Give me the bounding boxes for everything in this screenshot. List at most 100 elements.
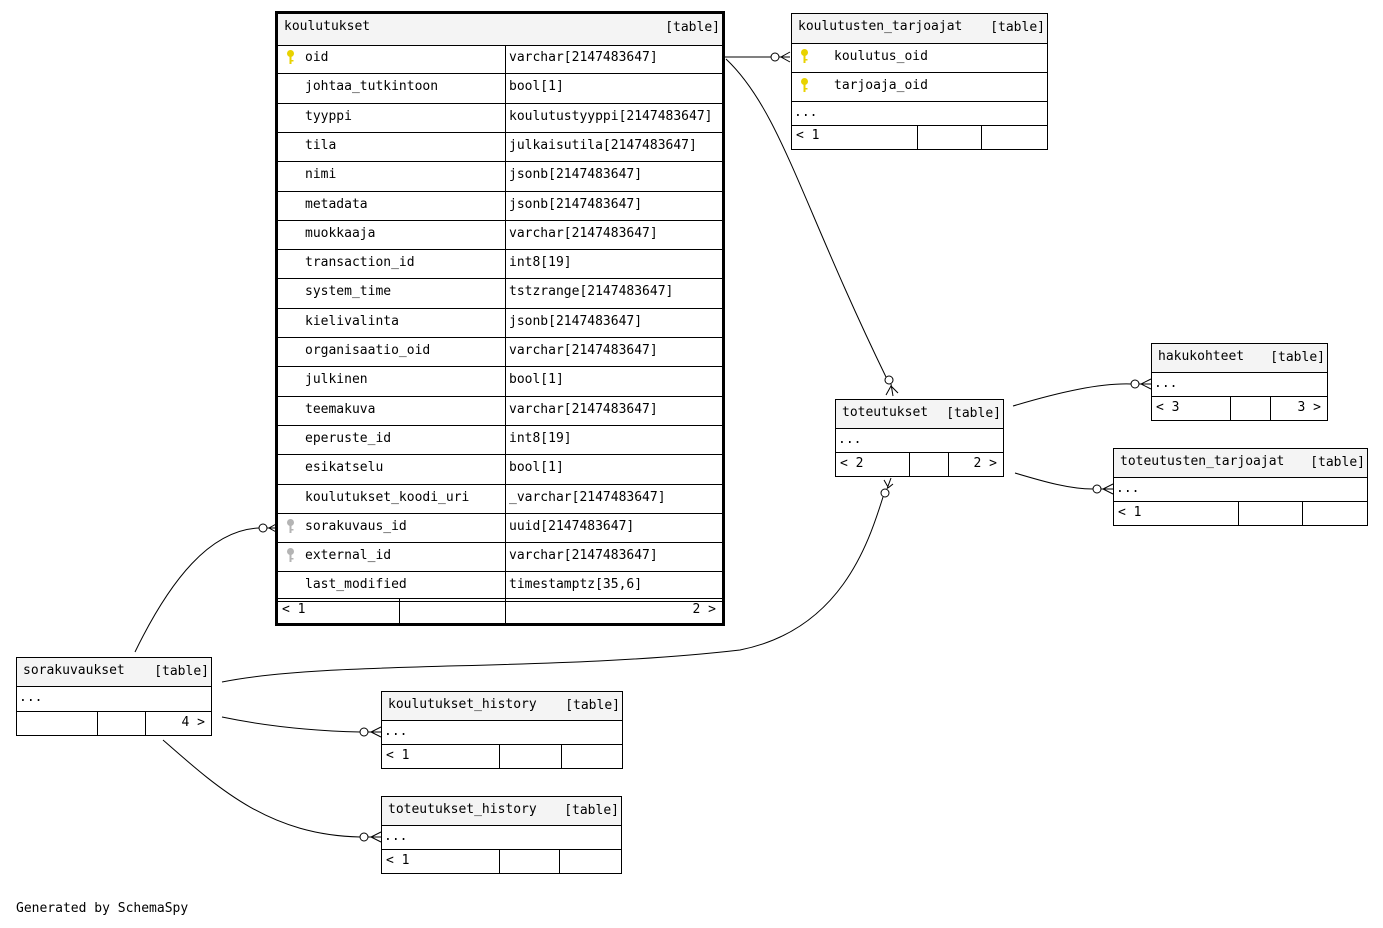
edge-koulutukset-toteutukset xyxy=(725,58,887,378)
column-name: teemakuva xyxy=(305,402,376,417)
footer-left-count[interactable]: < 2 xyxy=(840,456,864,471)
table-toteutukset-history[interactable]: toteutukset_history [table] ... < 1 xyxy=(381,796,622,874)
edge-sorakuvaukset-toteutukset-history xyxy=(162,739,361,838)
column-type: timestamptz[35,6] xyxy=(509,577,643,592)
primary-key-icon xyxy=(287,50,294,64)
column-row[interactable]: transaction_id int8[19] xyxy=(278,250,722,279)
column-name: koulutukset_koodi_uri xyxy=(305,490,470,505)
column-type: varchar[2147483647] xyxy=(509,402,658,417)
table-name: koulutusten_tarjoajat xyxy=(798,19,963,34)
column-type: uuid[2147483647] xyxy=(509,519,635,534)
column-name: esikatselu xyxy=(305,460,384,475)
column-name: organisaatio_oid xyxy=(305,343,431,358)
column-type: varchar[2147483647] xyxy=(509,343,658,358)
column-type: bool[1] xyxy=(509,372,564,387)
column-name: nimi xyxy=(305,167,337,182)
footer-left-count[interactable]: < 1 xyxy=(796,128,820,143)
table-header: hakukohteet [table] xyxy=(1152,344,1327,373)
table-tag: [table] xyxy=(665,20,720,35)
ellipsis: ... xyxy=(838,432,862,447)
footer-left-count[interactable]: < 1 xyxy=(1118,505,1142,520)
table-name: koulutukset_history xyxy=(388,697,537,712)
table-tag: [table] xyxy=(1270,350,1325,365)
column-name: sorakuvaus_id xyxy=(305,519,407,534)
column-name: koulutus_oid xyxy=(834,49,928,64)
footer-left-count[interactable]: < 1 xyxy=(386,748,410,763)
footer-left-count[interactable]: < 1 xyxy=(282,602,306,617)
table-name: hakukohteet xyxy=(1158,349,1245,364)
table-toteutusten-tarjoajat[interactable]: toteutusten_tarjoajat [table] ... < 1 xyxy=(1113,448,1368,526)
column-type: koulutustyyppi[2147483647] xyxy=(509,109,713,124)
table-header: toteutukset_history [table] xyxy=(382,797,621,826)
column-row[interactable]: tarjoaja_oid xyxy=(792,73,1047,102)
table-header: toteutusten_tarjoajat [table] xyxy=(1114,449,1367,478)
column-name: julkinen xyxy=(305,372,368,387)
column-type: varchar[2147483647] xyxy=(509,548,658,563)
ellipsis-row: ... xyxy=(1152,373,1327,397)
column-name: metadata xyxy=(305,197,368,212)
ellipsis-row: ... xyxy=(792,102,1047,126)
table-header: toteutukset [table] xyxy=(836,400,1003,429)
footer-left-count[interactable]: < 3 xyxy=(1156,400,1180,415)
footer-right-count[interactable]: 4 > xyxy=(181,715,205,730)
foreign-key-icon xyxy=(287,519,294,533)
ellipsis-row: ... xyxy=(836,429,1003,453)
ellipsis-row: ... xyxy=(382,721,622,745)
ellipsis: ... xyxy=(794,105,818,120)
column-row[interactable]: julkinen bool[1] xyxy=(278,367,722,397)
column-row[interactable]: koulutukset_koodi_uri_varchar[2147483647… xyxy=(278,485,722,514)
footer-right-count[interactable]: 2 > xyxy=(973,456,997,471)
edge-sorakuvaukset-koulutukset-history xyxy=(221,716,361,733)
column-name: tila xyxy=(305,138,337,153)
table-name: toteutusten_tarjoajat xyxy=(1120,454,1285,469)
table-koulutusten-tarjoajat[interactable]: koulutusten_tarjoajat [table] koulutus_o… xyxy=(791,13,1048,150)
table-tag: [table] xyxy=(565,698,620,713)
table-koulutukset-history[interactable]: koulutukset_history [table] ... < 1 xyxy=(381,691,623,769)
table-footer: < 2 2 > xyxy=(836,453,1003,476)
ellipsis: ... xyxy=(384,829,408,844)
column-row[interactable]: koulutus_oid xyxy=(792,44,1047,73)
footer-right-count[interactable]: 2 > xyxy=(692,602,716,617)
ellipsis: ... xyxy=(384,724,408,739)
edge-sorakuvaukset-toteutukset xyxy=(221,496,884,683)
column-row[interactable]: teemakuva varchar[2147483647] xyxy=(278,397,722,426)
column-row[interactable]: tyyppi koulutustyyppi[2147483647] xyxy=(278,104,722,133)
generated-by-credit: Generated by SchemaSpy xyxy=(16,901,189,916)
table-toteutukset[interactable]: toteutukset [table] ... < 2 2 > xyxy=(835,399,1004,477)
column-row[interactable]: organisaatio_oid varchar[2147483647] xyxy=(278,338,722,367)
column-name: tarjoaja_oid xyxy=(834,78,928,93)
table-hakukohteet[interactable]: hakukohteet [table] ... < 3 3 > xyxy=(1151,343,1328,421)
column-name: oid xyxy=(305,50,329,65)
table-header: koulutukset_history [table] xyxy=(382,692,622,721)
table-footer: < 1 2 > xyxy=(278,598,722,623)
column-type: int8[19] xyxy=(509,255,572,270)
column-row[interactable]: sorakuvaus_id uuid[2147483647] xyxy=(278,514,722,543)
column-name: kielivalinta xyxy=(305,314,399,329)
edge-toteutukset-hakukohteet xyxy=(1012,383,1132,407)
table-header: koulutusten_tarjoajat [table] xyxy=(792,14,1047,44)
column-name: transaction_id xyxy=(305,255,415,270)
foreign-key-icon xyxy=(287,548,294,562)
column-type: int8[19] xyxy=(509,431,572,446)
edge-sorakuvaukset-koulutukset xyxy=(134,527,260,653)
table-sorakuvaukset[interactable]: sorakuvaukset [table] ... 4 > xyxy=(16,657,212,736)
column-name: tyyppi xyxy=(305,109,352,124)
footer-left-count[interactable]: < 1 xyxy=(386,853,410,868)
footer-right-count[interactable]: 3 > xyxy=(1297,400,1321,415)
ellipsis: ... xyxy=(19,690,43,705)
table-footer: 4 > xyxy=(17,712,211,735)
